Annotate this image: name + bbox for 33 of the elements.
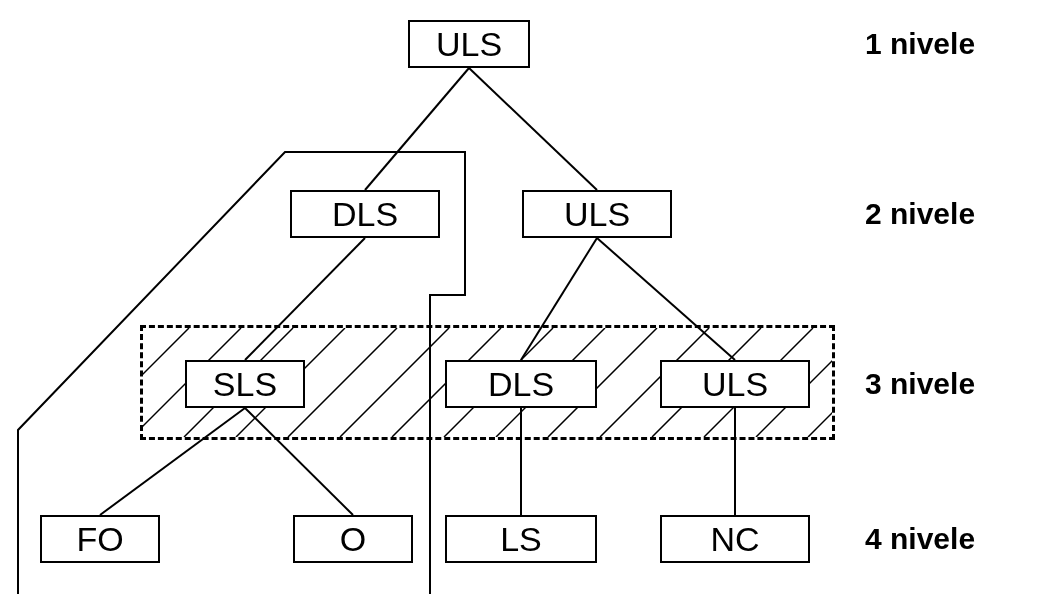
connector-line: [734, 407, 736, 516]
level-box: [660, 360, 810, 408]
node-label: NC: [710, 522, 760, 556]
level-box: [290, 190, 440, 238]
connector-line: [520, 237, 598, 361]
level-box: [40, 515, 160, 563]
node-label: ULS: [563, 197, 631, 231]
level-box: [185, 360, 305, 408]
node-label: DLS: [331, 197, 399, 231]
level-box: [408, 20, 530, 68]
level-box: [522, 190, 672, 238]
level-box: [293, 515, 413, 563]
level-label: 1 nivele: [865, 27, 976, 61]
connector-line: [244, 237, 366, 361]
node-label: O: [339, 522, 367, 556]
connector-line: [364, 67, 470, 191]
node-label: SLS: [212, 367, 278, 401]
level-box: [445, 360, 597, 408]
connector-line: [520, 407, 522, 516]
connector-line: [99, 407, 246, 516]
level-box: [660, 515, 810, 563]
connector-line: [244, 407, 354, 516]
level-box: [445, 515, 597, 563]
node-label: ULS: [435, 27, 503, 61]
node-label: DLS: [487, 367, 555, 401]
connector-line: [596, 237, 736, 361]
level-label: 4 nivele: [865, 522, 976, 556]
node-label: ULS: [701, 367, 769, 401]
node-label: LS: [500, 522, 542, 556]
level-label: 2 nivele: [865, 197, 976, 231]
connector-line: [468, 67, 598, 191]
node-label: FO: [76, 522, 124, 556]
level-label: 3 nivele: [865, 367, 976, 401]
